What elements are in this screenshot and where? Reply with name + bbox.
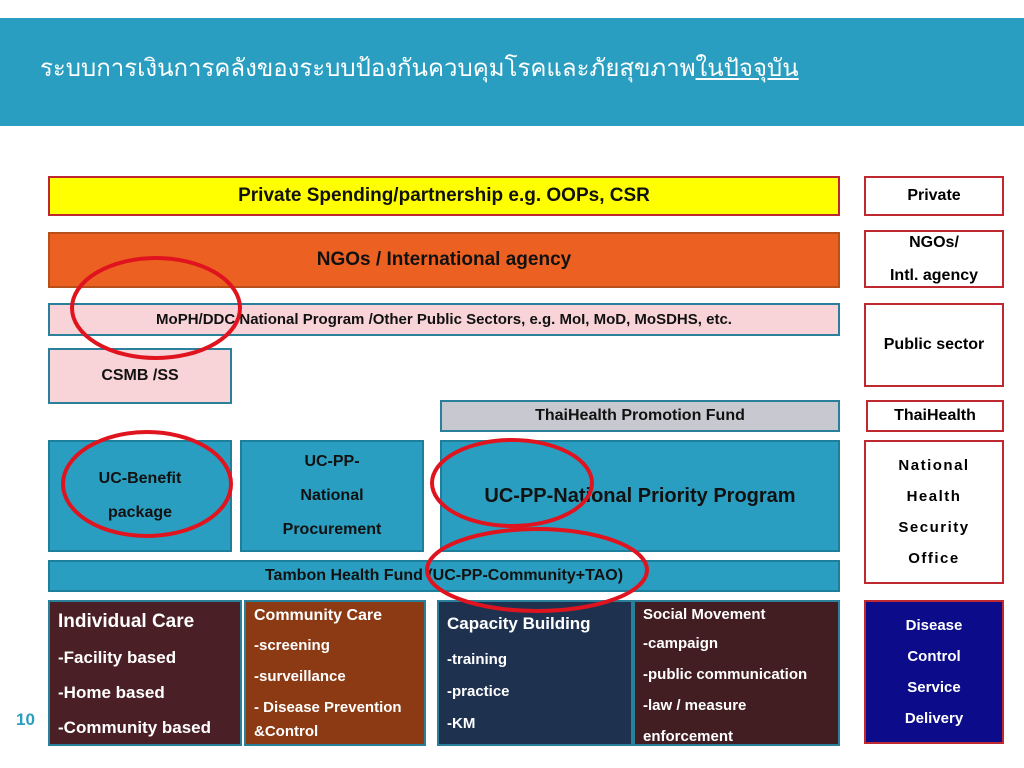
legend-public-sector: Public sector: [864, 303, 1004, 387]
page-number: 10: [16, 710, 35, 729]
title-banner: [0, 18, 1024, 126]
uc-pp-procurement-line: Procurement: [282, 521, 382, 538]
legend-dcsd-line: Disease: [905, 617, 963, 634]
uc-pp-procurement-box: UC-PP- National Procurement: [240, 440, 424, 552]
highlight-circle-tambon: [425, 527, 649, 613]
tambon-fund-box: Tambon Health Fund (UC-PP-Community+TAO): [48, 560, 840, 592]
legend-ngo-line: Intl. agency: [889, 267, 979, 284]
community-care-item: - Disease Prevention: [254, 699, 402, 716]
legend-nhso-line: Health: [906, 488, 962, 505]
uc-benefit-text: UC-Benefit package: [99, 462, 182, 530]
moph-ddc-box: MoPH/DDC National Program /Other Public …: [48, 303, 840, 336]
community-care-box: Community Care -screening -surveillance …: [244, 600, 426, 746]
uc-benefit-line: UC-Benefit: [98, 470, 182, 487]
legend-private: Private: [864, 176, 1004, 216]
uc-benefit-box: UC-Benefit package: [48, 440, 232, 552]
thaihealth-fund-label: ThaiHealth Promotion Fund: [535, 407, 745, 424]
social-movement-box: Social Movement -campaign -public commun…: [633, 600, 840, 746]
csmb-ss-label: CSMB /SS: [101, 367, 179, 384]
capacity-building-title: Capacity Building: [447, 614, 591, 633]
social-movement-item: enforcement: [643, 728, 734, 745]
legend-dcsd-line: Service: [907, 679, 961, 696]
legend-ngo-line: NGOs/: [909, 234, 959, 251]
community-care-title: Community Care: [254, 607, 383, 624]
individual-care-title: Individual Care: [58, 611, 195, 632]
uc-pp-procurement-text: UC-PP- National Procurement: [283, 445, 382, 547]
page-title: ระบบการเงินการคลังของระบบป้องกันควบคุมโร…: [40, 48, 1000, 87]
legend-nhso-line: Security: [898, 519, 970, 536]
legend-thaihealth: ThaiHealth: [866, 400, 1004, 432]
capacity-building-item: -practice: [447, 683, 510, 700]
legend-public-sector-label: Public sector: [883, 336, 985, 353]
highlight-circle-moph: [70, 256, 242, 360]
highlight-circle-uc-benefit: [61, 430, 233, 538]
uc-pp-priority-box: UC-PP-National Priority Program: [440, 440, 840, 552]
social-movement-item: -law / measure: [643, 697, 747, 714]
community-care-item: &Control: [254, 723, 319, 740]
uc-benefit-line: package: [107, 504, 173, 521]
individual-care-item: -Home based: [58, 683, 165, 702]
uc-pp-procurement-line: National: [300, 487, 364, 504]
page-title-main: ระบบการเงินการคลังของระบบป้องกันควบคุมโร…: [40, 54, 696, 82]
individual-care-item: -Community based: [58, 718, 212, 737]
capacity-building-item: -training: [447, 651, 507, 668]
private-spending-box: Private Spending/partnership e.g. OOPs, …: [48, 176, 840, 216]
legend-nhso: National Health Security Office: [864, 440, 1004, 584]
social-movement-item: -campaign: [643, 635, 719, 652]
individual-care-box: Individual Care -Facility based -Home ba…: [48, 600, 242, 746]
legend-thaihealth-label: ThaiHealth: [894, 407, 976, 424]
thaihealth-fund-box: ThaiHealth Promotion Fund: [440, 400, 840, 432]
legend-private-label: Private: [907, 187, 961, 204]
community-care-item: -surveillance: [254, 668, 346, 685]
legend-dcsd-line: Delivery: [904, 710, 964, 727]
social-movement-title: Social Movement: [643, 606, 766, 623]
uc-pp-procurement-line: UC-PP-: [304, 453, 360, 470]
legend-disease-control-service-delivery: Disease Control Service Delivery: [864, 600, 1004, 744]
capacity-building-box: Capacity Building -training -practice -K…: [437, 600, 633, 746]
legend-ngo: NGOs/ Intl. agency: [864, 230, 1004, 288]
community-care-item: -screening: [254, 637, 330, 654]
uc-pp-priority-label: UC-PP-National Priority Program: [484, 484, 796, 507]
highlight-circle-uc-pp-priority: [430, 438, 594, 528]
page-title-underlined: ในปัจจุบัน: [695, 54, 799, 82]
moph-ddc-label: MoPH/DDC National Program /Other Public …: [156, 311, 732, 328]
private-spending-label: Private Spending/partnership e.g. OOPs, …: [238, 185, 650, 206]
individual-care-item: -Facility based: [58, 648, 177, 667]
legend-nhso-line: National: [898, 457, 970, 474]
social-movement-item: -public communication: [643, 666, 808, 683]
capacity-building-item: -KM: [447, 715, 476, 732]
legend-nhso-line: Office: [908, 550, 960, 567]
legend-dcsd-line: Control: [907, 648, 961, 665]
ngo-label: NGOs / International agency: [316, 249, 572, 270]
tambon-fund-label: Tambon Health Fund (UC-PP-Community+TAO): [264, 567, 624, 584]
